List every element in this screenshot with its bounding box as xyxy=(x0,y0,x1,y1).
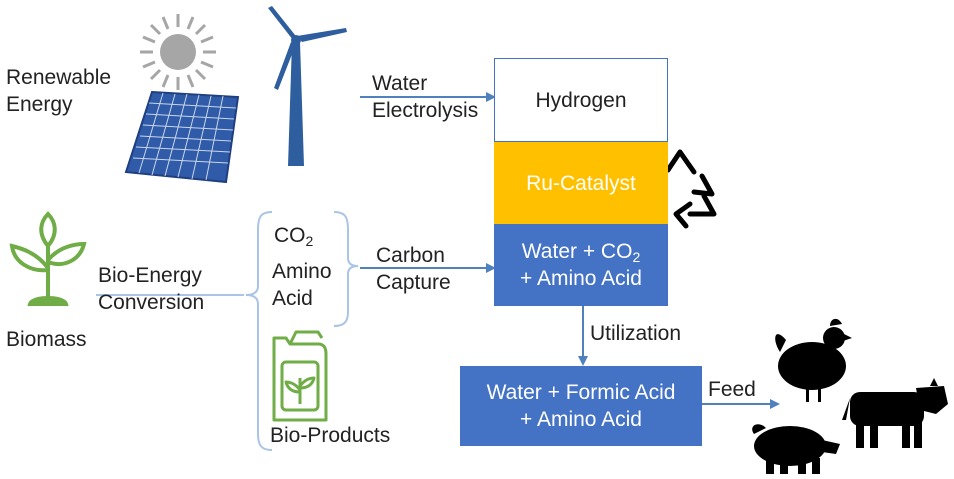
mix-line1-text: Water + CO xyxy=(521,240,633,263)
output-line2: + Amino Acid xyxy=(520,408,642,431)
cow-icon xyxy=(842,378,948,448)
hydrogen-text: Hydrogen xyxy=(535,88,627,112)
pig-icon xyxy=(752,424,840,474)
water-line2: Electrolysis xyxy=(372,99,479,122)
plant-icon xyxy=(9,211,87,306)
feed-label: Feed xyxy=(708,378,756,401)
bio-energy-line1: Bio-Energy xyxy=(98,264,202,287)
chicken-icon xyxy=(775,318,852,402)
reactant-mix-box: Water + CO2 + Amino Acid xyxy=(494,224,668,306)
utilization-label: Utilization xyxy=(590,322,682,345)
mix-line1-subscript: 2 xyxy=(632,249,641,265)
output-line1: Water + Formic Acid xyxy=(486,381,676,404)
renewable-energy-label: Renewable Energy xyxy=(6,64,111,118)
carbon-capture-label: Carbon Capture xyxy=(376,242,451,296)
bracket-right xyxy=(333,211,359,327)
mix-line2: + Amino Acid xyxy=(520,267,642,290)
amino-line2: Acid xyxy=(272,287,313,310)
renewable-line1: Renewable xyxy=(6,66,112,89)
co2-text: CO xyxy=(274,224,306,247)
hydrogen-box: Hydrogen xyxy=(494,58,668,142)
catalyst-box: Ru-Catalyst xyxy=(494,142,668,224)
sun-icon xyxy=(140,14,216,90)
biomass-label: Biomass xyxy=(6,328,87,351)
co2-subscript: 2 xyxy=(305,233,314,249)
wind-turbine-icon xyxy=(268,6,347,166)
bottle-plant-icon xyxy=(272,330,328,422)
solar-panel-icon xyxy=(124,90,240,184)
formic-acid-box: Water + Formic Acid + Amino Acid xyxy=(460,366,702,446)
bio-energy-label: Bio-Energy Conversion xyxy=(98,262,204,316)
bracket-left xyxy=(245,211,273,451)
mix-line1: Water + CO2 xyxy=(522,238,640,265)
amino-line1: Amino xyxy=(272,260,332,283)
co2-label: CO2 xyxy=(274,222,313,249)
carbon-line1: Carbon xyxy=(376,244,445,267)
bio-products-label: Bio-Products xyxy=(270,424,391,447)
carbon-line2: Capture xyxy=(376,271,451,294)
water-electrolysis-label: Water Electrolysis xyxy=(372,70,478,124)
amino-acid-label: Amino Acid xyxy=(272,258,332,312)
bio-energy-line2: Conversion xyxy=(98,291,205,314)
catalyst-text: Ru-Catalyst xyxy=(526,171,636,195)
renewable-line2: Energy xyxy=(6,93,73,116)
water-line1: Water xyxy=(372,72,428,95)
